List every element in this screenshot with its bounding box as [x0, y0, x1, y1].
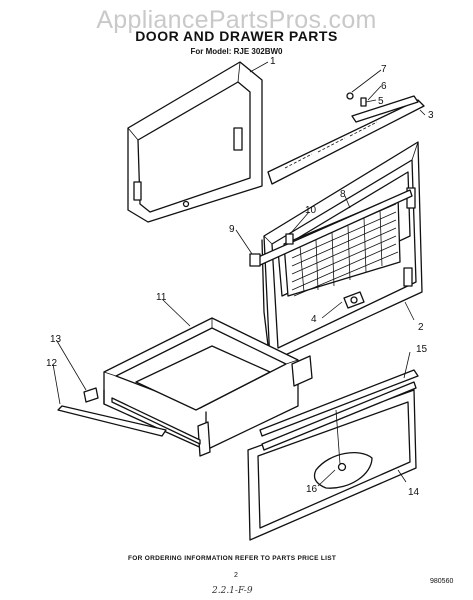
part-9-hinge-rod [249, 189, 413, 267]
callout-8: 8 [340, 189, 346, 200]
ordering-note: FOR ORDERING INFORMATION REFER TO PARTS … [128, 555, 337, 562]
part-4-latch [343, 291, 365, 309]
callout-16: 16 [306, 484, 318, 495]
callout-15: 15 [416, 344, 428, 355]
callout-11: 11 [156, 292, 167, 303]
diagram-title: DOOR AND DRAWER PARTS [135, 28, 338, 44]
callout-2: 2 [418, 322, 424, 333]
callout-9: 9 [229, 224, 235, 235]
page-number: 2 [234, 572, 238, 579]
callout-3: 3 [428, 110, 434, 121]
part-11-drawer [103, 317, 313, 457]
part-3-door-trim [267, 99, 425, 185]
callout-7: 7 [381, 64, 387, 75]
part-15-kick-strip [259, 369, 419, 437]
leader-lines [52, 61, 426, 487]
callouts: 1 2 3 4 5 6 7 8 9 10 11 12 13 14 15 16 [46, 56, 434, 498]
callout-10: 10 [305, 205, 317, 216]
callout-5: 5 [378, 96, 384, 107]
part-12-drawer-rail [57, 405, 167, 437]
callout-12: 12 [46, 358, 58, 369]
part-6-clip [360, 97, 367, 107]
part-16-handle [313, 452, 373, 489]
part-5-handle-strip [351, 95, 419, 123]
part-1-inner-door-frame [127, 61, 263, 223]
part-13-drawer-glide [83, 387, 99, 403]
callout-4: 4 [311, 314, 317, 325]
handwritten-note: 2.2.1-F-9 [212, 586, 253, 596]
part-7-screw [346, 92, 354, 100]
document-code: 980560 [430, 578, 454, 585]
callout-13: 13 [50, 334, 62, 345]
callout-14: 14 [408, 487, 420, 498]
part-10-bracket [285, 233, 294, 245]
callout-6: 6 [381, 81, 387, 92]
watermark: AppliancePartsPros.com [96, 6, 377, 34]
callout-1: 1 [270, 56, 276, 67]
model-line: For Model: RJE 302BW0 [190, 47, 283, 56]
